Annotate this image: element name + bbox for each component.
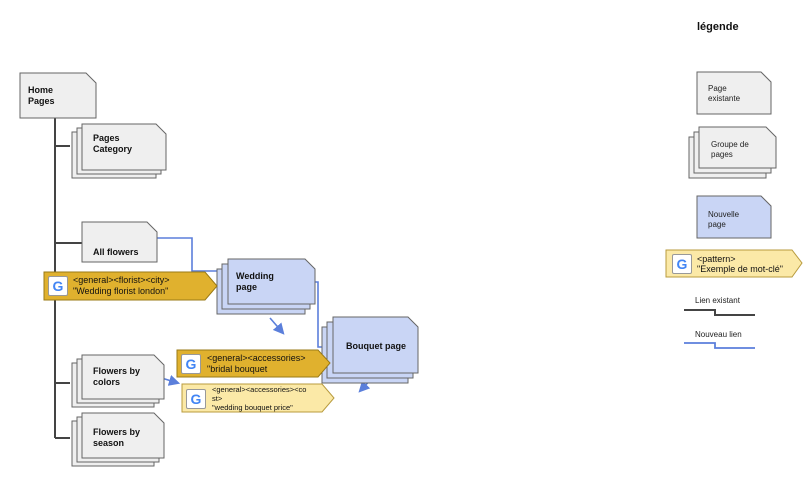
all-flowers-label: All flowers (93, 247, 139, 257)
colors-label: Flowers by colors (93, 366, 141, 387)
home-pages-label: Home Pages (28, 85, 55, 106)
legend-existing-page-label: Page existante (708, 84, 741, 103)
google-g-icon: G (672, 254, 692, 274)
colors-page-group[interactable] (71, 354, 165, 408)
legend-existing-link-label: Lien existant (695, 296, 740, 305)
wedding-label: Wedding page (236, 271, 274, 292)
tag-florist-line2: "Wedding florist london" (73, 286, 169, 296)
category-label: Pages Category (93, 133, 133, 154)
tag-florist[interactable] (43, 271, 218, 301)
legend-existing-page-shape (696, 71, 772, 115)
category-page-group[interactable] (71, 123, 167, 179)
tag-cost[interactable] (181, 383, 335, 413)
tag-accessories[interactable] (176, 349, 331, 378)
legend-new-link-label: Nouveau lien (695, 330, 742, 339)
tag-cost-line1: <general><accessories><co (212, 385, 307, 394)
google-g-icon: G (48, 276, 68, 296)
legend-pattern-line2: "Exemple de mot-clé" (697, 264, 783, 274)
tag-cost-line2: st> (212, 394, 223, 403)
legend-new-page-shape (696, 195, 772, 239)
google-g-icon: G (186, 389, 206, 409)
legend-pattern-tag-shape (665, 249, 803, 278)
tag-cost-line3: "wedding bouquet price" (212, 403, 293, 412)
legend-new-link-line (684, 342, 755, 349)
legend-page-group-label: Groupe de pages (711, 140, 749, 159)
wedding-page-group[interactable] (216, 258, 316, 315)
home-page-node[interactable] (19, 72, 97, 119)
legend-new-page-label: Nouvelle page (708, 210, 740, 229)
tag-florist-line1: <general><florist><city> (73, 275, 170, 285)
season-label: Flowers by season (93, 427, 141, 448)
bouquet-label: Bouquet page (346, 341, 406, 351)
legend-existing-link-line (684, 309, 755, 316)
legend-page-group-shape (688, 126, 777, 179)
tag-accessories-line2: "bridal bouquet (207, 364, 268, 374)
legend-pattern-line1: <pattern> (697, 254, 736, 264)
all-flowers-node[interactable] (81, 221, 158, 263)
tag-accessories-line1: <general><accessories> (207, 353, 306, 363)
bouquet-page-group[interactable] (321, 316, 419, 384)
google-g-icon: G (181, 354, 201, 374)
season-page-group[interactable] (71, 412, 165, 467)
legend-title: légende (697, 21, 739, 33)
